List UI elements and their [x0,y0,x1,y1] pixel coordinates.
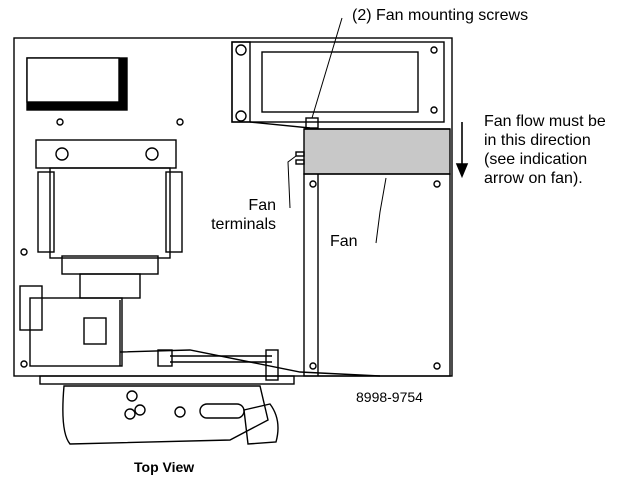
screws-label: (2) Fan mounting screws [352,7,529,24]
flow-label-line-1: Fan flow must be [484,113,606,130]
bracket-screw [235,44,247,56]
label-block-face [26,57,120,103]
fan-terminal [295,159,305,165]
bottom-rail [39,375,295,385]
transformer-top [35,139,177,169]
transformer-body [49,167,171,259]
top-bracket-side [231,41,251,123]
handle-knob [243,403,279,445]
flow-arrow [455,122,469,179]
transformer-screw [55,147,69,161]
top-bracket [231,41,445,123]
top-bracket-slot [261,51,419,113]
fan-label: Fan [330,233,358,250]
fan-terminal [295,151,305,157]
terminals-leader [287,155,297,209]
handle-body [62,385,269,445]
screws-leader [311,17,343,119]
relay-block [19,285,43,331]
transformer-screw [145,147,159,161]
bracket-screw [235,110,247,122]
view-label: Top View [134,459,195,475]
terminals-label-line-2: terminals [211,216,276,233]
flow-label-line-3: (see indication [484,151,588,168]
fan-mounting-screw [305,117,319,129]
flow-label-line-4: arrow on fan). [484,170,583,187]
part-number: 8998-9754 [356,389,423,405]
terminals-label-line-1: Fan [248,197,276,214]
fan-leader [375,177,387,244]
flow-label-line-2: in this direction [484,132,591,149]
fan-body [303,128,451,175]
duct [303,173,451,377]
